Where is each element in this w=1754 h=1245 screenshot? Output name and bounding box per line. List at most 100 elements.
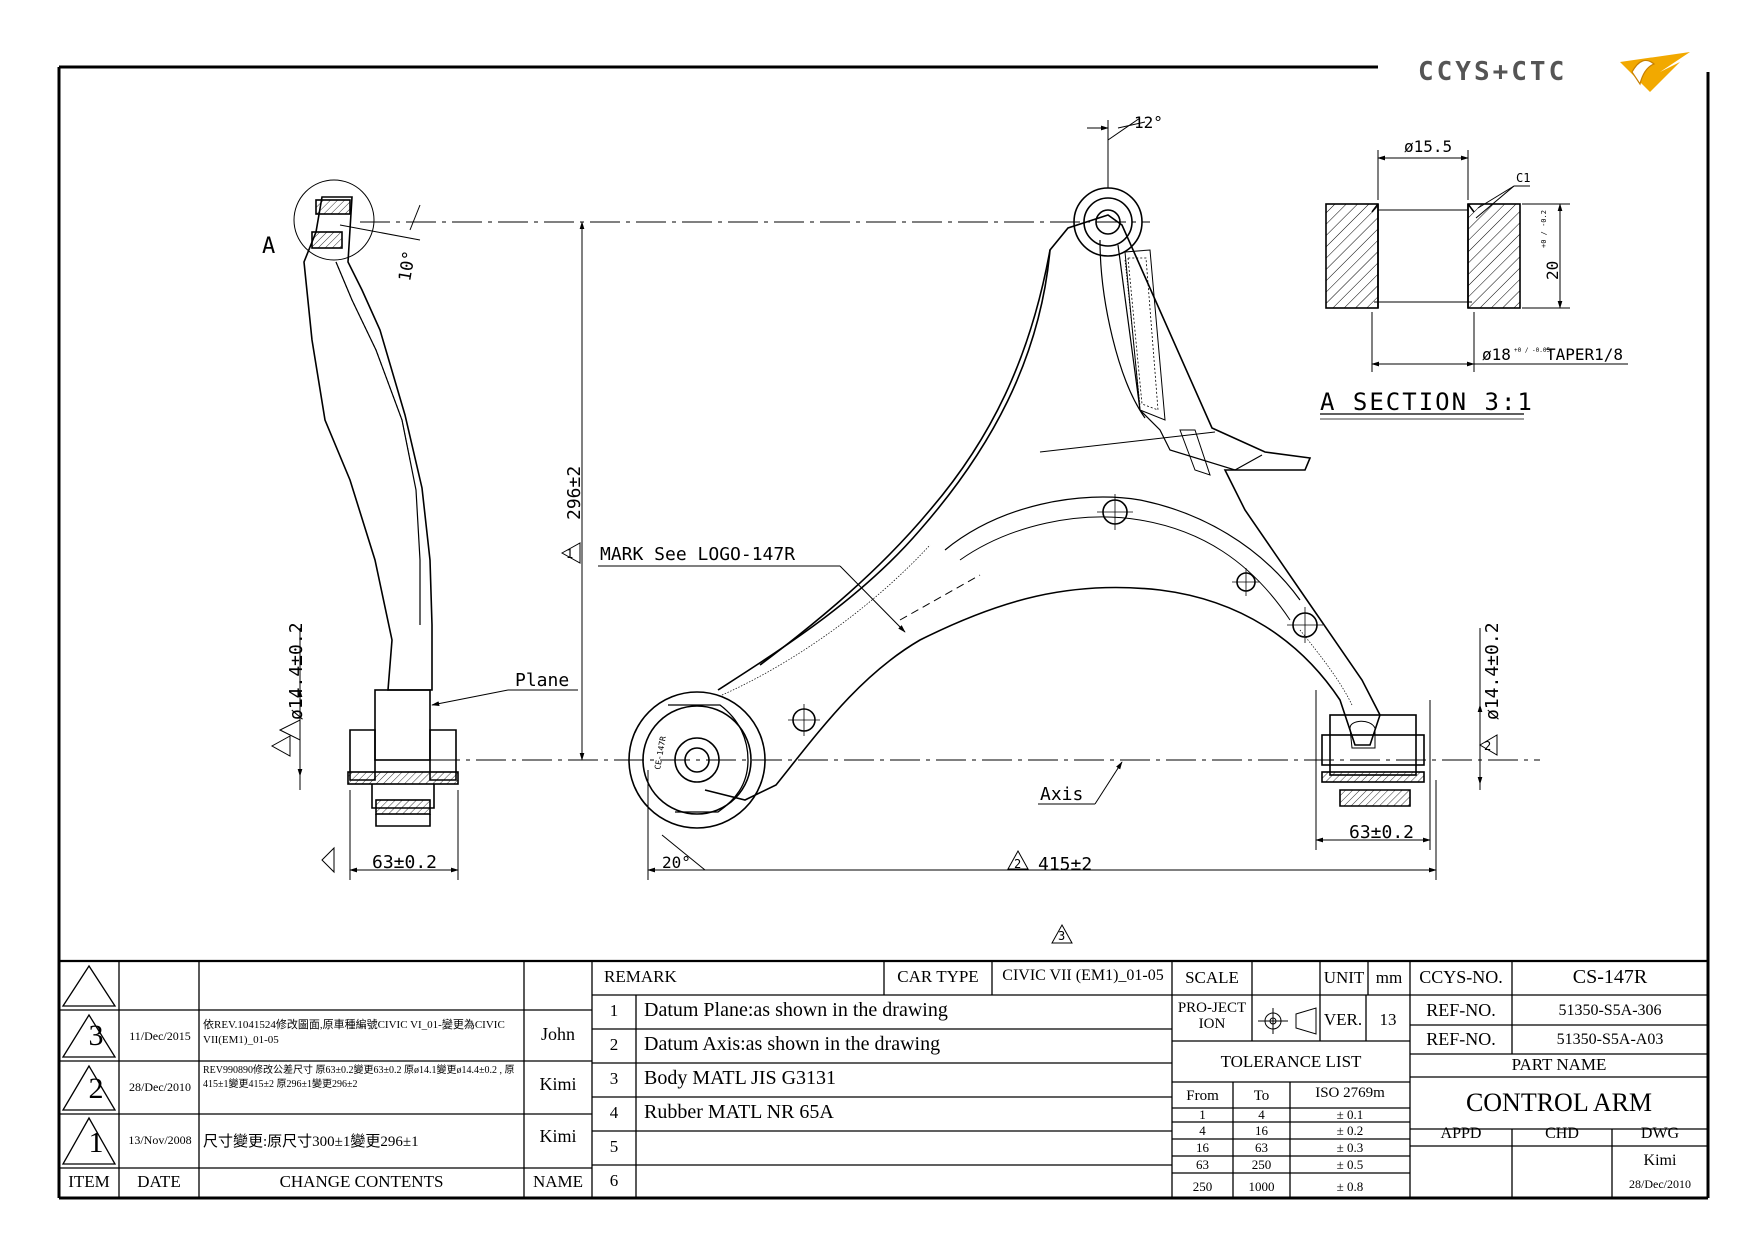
plane-label: Plane xyxy=(515,670,569,691)
projection-symbol-icon xyxy=(1258,1007,1317,1035)
rev-3-name: John xyxy=(540,1024,575,1044)
dwg-label: DWG xyxy=(1640,1125,1680,1142)
rev-1-contents: 尺寸變更:原尺寸300±1變更296±1 xyxy=(203,1134,419,1150)
rev-3-marker: 3 xyxy=(1058,929,1065,943)
ref2-label: REF-NO. xyxy=(1426,1029,1496,1049)
tol-row-1-val: ± 0.1 xyxy=(1336,1107,1364,1122)
dim-18: ø18 xyxy=(1482,345,1511,364)
remark-1-no: 1 xyxy=(609,1001,619,1020)
rev-2-date: 28/Dec/2010 xyxy=(129,1080,191,1094)
car-type-label: CAR TYPE xyxy=(897,967,979,986)
tol-row-2-val: ± 0.2 xyxy=(1336,1123,1364,1138)
projection-label: PRO-JECTION xyxy=(1177,1000,1247,1032)
rev-2-name: Kimi xyxy=(539,1074,577,1094)
tol-row-5-from: 250 xyxy=(1192,1179,1213,1194)
tol-row-2-to: 16 xyxy=(1255,1123,1268,1138)
dim-20-tol: +0 / -0.2 xyxy=(1540,210,1548,248)
header-date: DATE xyxy=(137,1172,181,1191)
tol-row-4-to: 250 xyxy=(1251,1157,1272,1172)
rev-1-name: Kimi xyxy=(539,1126,577,1146)
rev-1-date: 13/Nov/2008 xyxy=(128,1133,192,1147)
rev-triangles xyxy=(270,542,1498,944)
remark-2-text: Datum Axis:as shown in the drawing xyxy=(644,1033,941,1055)
remark-6-no: 6 xyxy=(609,1171,619,1190)
tolerance-title: TOLERANCE LIST xyxy=(1220,1052,1362,1071)
section-title: A SECTION 3:1 xyxy=(1320,388,1534,416)
header-name: NAME xyxy=(532,1172,584,1191)
dim-63-left: 63±0.2 xyxy=(372,852,437,873)
remark-2-no: 2 xyxy=(609,1035,619,1054)
remark-title: REMARK xyxy=(604,967,677,986)
rev-3-date: 11/Dec/2015 xyxy=(129,1029,191,1043)
side-view-dimensions xyxy=(297,204,578,880)
ref1-value: 51350-S5A-306 xyxy=(1558,1002,1662,1019)
tol-row-5-to: 1000 xyxy=(1248,1179,1275,1194)
remark-1-text: Datum Plane:as shown in the drawing xyxy=(644,999,948,1021)
tol-row-1-from: 1 xyxy=(1199,1107,1206,1122)
tol-row-3-from: 16 xyxy=(1196,1140,1209,1155)
rev-2-contents: REV990890修改公差尺寸 原63±0.2變更63±0.2 原ø14.1變更… xyxy=(203,1065,515,1090)
header-item: ITEM xyxy=(68,1172,110,1191)
angle-20-label: 20° xyxy=(662,853,691,872)
ref1-label: REF-NO. xyxy=(1426,1000,1496,1020)
part-name-label: PART NAME xyxy=(1511,1055,1607,1074)
dim-296: 296±2 xyxy=(564,466,585,520)
tol-row-5-val: ± 0.8 xyxy=(1336,1179,1364,1194)
logo-mark-icon xyxy=(1620,52,1690,92)
top-view xyxy=(360,187,1540,829)
unit-label: UNIT xyxy=(1323,968,1365,987)
side-view xyxy=(293,179,459,827)
tol-row-4-val: ± 0.5 xyxy=(1336,1157,1364,1172)
logo-text: CCYS+CTC xyxy=(1418,57,1567,87)
ver-value: 13 xyxy=(1379,1010,1397,1029)
section-a-view xyxy=(1325,203,1521,309)
view-a-label: A xyxy=(262,234,275,259)
dwg-name: Kimi xyxy=(1643,1152,1677,1169)
dim-14-4-right: ø14.4±0.2 xyxy=(1482,622,1503,720)
rev-2-item: 2 xyxy=(89,1072,104,1105)
tol-row-3-val: ± 0.3 xyxy=(1336,1140,1364,1155)
top-view-dimensions xyxy=(579,117,1483,880)
rev-2-marker-right: 2 xyxy=(1484,739,1491,753)
rev-1-item: 1 xyxy=(89,1126,104,1159)
ccys-label: CCYS-NO. xyxy=(1419,967,1503,987)
remark-4-no: 4 xyxy=(609,1103,619,1122)
dim-63-right: 63±0.2 xyxy=(1349,822,1414,843)
dim-415: 415±2 xyxy=(1038,854,1092,875)
remark-3-no: 3 xyxy=(609,1069,619,1088)
header-contents: CHANGE CONTENTS xyxy=(279,1172,444,1191)
chd-label: CHD xyxy=(1545,1125,1579,1142)
remark-5-no: 5 xyxy=(609,1137,619,1156)
ccys-value: CS-147R xyxy=(1572,966,1648,988)
tol-row-2-from: 4 xyxy=(1199,1123,1206,1138)
rev-3-contents: 依REV.1041524修改圖面,原車種編號CIVIC VI_01-變更為CIV… xyxy=(203,1019,505,1046)
tol-header-iso: ISO 2769m xyxy=(1315,1085,1385,1101)
dim-c1: C1 xyxy=(1516,171,1530,185)
angle-12-label: 12° xyxy=(1134,113,1163,132)
dwg-date: 28/Dec/2010 xyxy=(1629,1177,1691,1191)
unit-value: mm xyxy=(1375,968,1403,987)
dim-18-tol: +0 / -0.05 xyxy=(1514,347,1551,354)
remark-3-text: Body MATL JIS G3131 xyxy=(644,1067,837,1089)
dim-14-4-left: ø14.4±0.2 xyxy=(286,622,307,720)
ver-label: VER. xyxy=(1323,1010,1363,1029)
tol-header-to: To xyxy=(1253,1088,1270,1104)
weld-bead xyxy=(721,259,1353,706)
tol-header-from: From xyxy=(1186,1088,1219,1104)
mark-label: MARK See LOGO-147R xyxy=(600,544,795,565)
rev-3-item: 3 xyxy=(89,1019,104,1052)
rev-marker-2-left xyxy=(278,719,335,874)
tol-row-3-to: 63 xyxy=(1255,1140,1268,1155)
scale-label: SCALE xyxy=(1185,968,1239,987)
rev-2-marker-bottom: 2 xyxy=(1014,857,1021,871)
rev-1-marker: 1 xyxy=(566,547,573,561)
car-type-value: CIVIC VII (EM1)_01-05 xyxy=(1002,967,1164,984)
dim-20: 20 xyxy=(1543,261,1562,280)
part-name-value: CONTROL ARM xyxy=(1465,1088,1653,1117)
appd-label: APPD xyxy=(1440,1125,1482,1142)
company-logo: CCYS+CTC xyxy=(1418,52,1690,92)
tol-row-1-to: 4 xyxy=(1258,1107,1265,1122)
tol-row-4-from: 63 xyxy=(1196,1157,1209,1172)
